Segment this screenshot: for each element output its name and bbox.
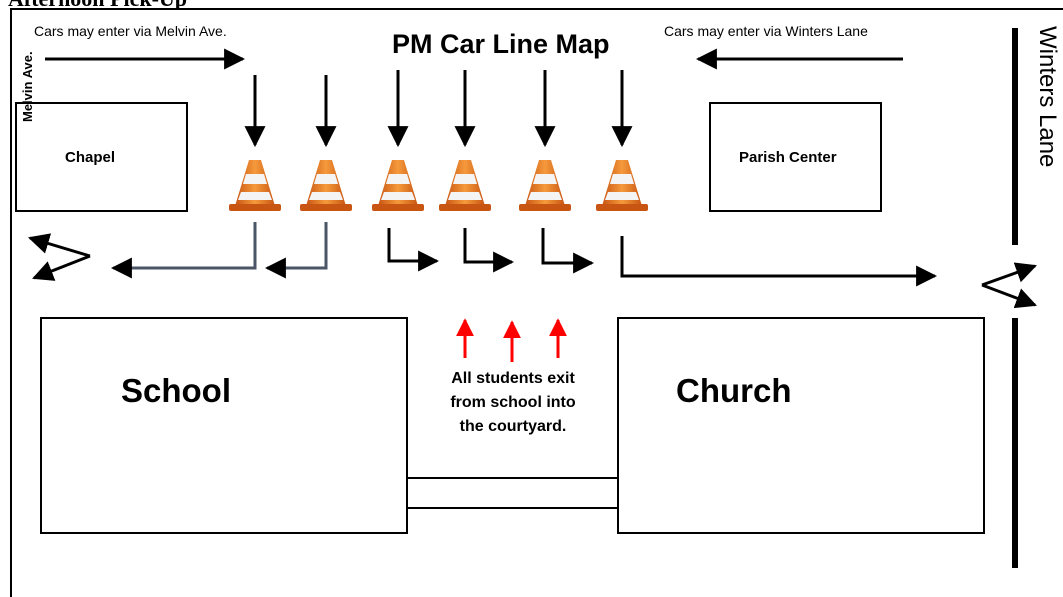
- exit-route-3: [387, 228, 440, 272]
- walkway: [406, 477, 619, 509]
- church-label: Church: [676, 372, 792, 409]
- parish-center-building: [709, 102, 882, 212]
- entry-note-melvin: Cars may enter via Melvin Ave.: [34, 23, 227, 39]
- page-header-text: Afternoon Pick-Up: [8, 0, 187, 8]
- courtyard-note-line-1: All students exit: [451, 370, 575, 387]
- traffic-cone-icon: [596, 160, 648, 211]
- exit-route-1: [110, 222, 257, 279]
- school-building: [40, 317, 408, 534]
- traffic-cone-icon: [439, 160, 491, 211]
- exit-route-5: [541, 228, 595, 274]
- page-header-cut-off: Afternoon Pick-Up: [0, 0, 1063, 8]
- courtyard-note: All students exit from school into the c…: [424, 367, 602, 439]
- fork-arrow-right: [981, 262, 1037, 309]
- school-label: School: [121, 372, 232, 409]
- map-frame: [10, 8, 1063, 597]
- chapel-label: Chapel: [65, 149, 116, 166]
- fork-arrow-left: [27, 233, 91, 281]
- map-title: PM Car Line Map: [392, 29, 610, 59]
- parish-center-label: Parish Center: [739, 149, 837, 166]
- exit-route-2: [264, 222, 328, 279]
- traffic-cone-icon: [229, 160, 281, 211]
- street-label-winters: Winters Lane: [1034, 26, 1061, 168]
- courtyard-note-line-3: the courtyard.: [459, 418, 567, 435]
- church-building: [617, 317, 985, 534]
- chapel-building: [15, 102, 188, 212]
- traffic-cone-icon: [372, 160, 424, 211]
- street-label-melvin: Melvin Ave.: [20, 51, 35, 122]
- entry-note-winters: Cars may enter via Winters Lane: [664, 23, 868, 39]
- traffic-cone-icon: [519, 160, 571, 211]
- traffic-cone-icon: [300, 160, 352, 211]
- exit-route-4: [463, 228, 515, 273]
- exit-route-6: [620, 236, 938, 287]
- courtyard-note-line-2: from school into: [450, 394, 576, 411]
